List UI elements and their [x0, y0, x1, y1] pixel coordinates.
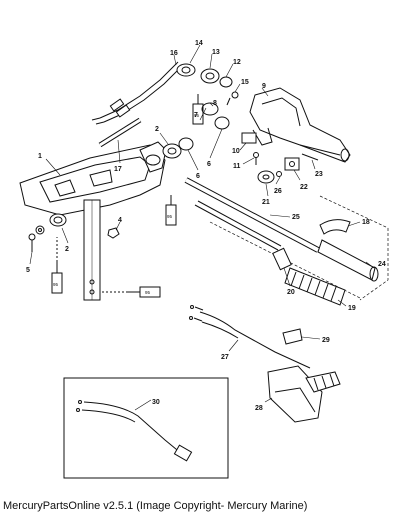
tube-label-2: 95: [167, 214, 173, 219]
lube-tube-3: [100, 286, 161, 298]
callout-9: 9: [262, 83, 266, 90]
clamp-21: [257, 170, 275, 184]
tube-label-1: 95: [53, 282, 59, 287]
callout-12: 12: [233, 59, 241, 66]
image-caption: MercuryPartsOnline v2.5.1 (Image Copyrig…: [3, 500, 308, 512]
lanyard-harness: [76, 400, 193, 462]
callout-17: 17: [114, 166, 122, 173]
stop-switch-bracket: [267, 365, 341, 423]
callout-27: 27: [221, 354, 229, 361]
callout-5: 5: [26, 267, 30, 274]
throttle-drum: [176, 63, 233, 151]
callout-14: 14: [195, 40, 203, 47]
callout-11: 11: [233, 163, 241, 170]
callout-22: 22: [300, 184, 308, 191]
washer-lower: [35, 225, 45, 235]
tube-label-4: 95: [194, 113, 200, 118]
fasteners-10-11: [241, 132, 259, 165]
callout-20: 20: [287, 289, 295, 296]
clip-29: [282, 328, 303, 345]
callout-6-lower: 6: [196, 173, 200, 180]
callout-18: 18: [362, 219, 370, 226]
callout-28: 28: [255, 405, 263, 412]
swivel-bracket: [19, 141, 167, 301]
callout-10: 10: [232, 148, 240, 155]
parts-diagram: 95 95 95 95 1 2 2 4 5 6 6 7 8 9 10 11 12…: [19, 40, 389, 479]
bracket-22-26: [276, 157, 300, 177]
screw-5: [28, 233, 36, 252]
tiller-arm: [249, 87, 351, 163]
callout-24: 24: [378, 261, 386, 268]
pin-23: [301, 153, 319, 161]
callout-4: 4: [118, 217, 122, 224]
bushing-lower: [49, 213, 67, 227]
lube-tube-2: [165, 195, 177, 226]
callout-21: 21: [262, 199, 270, 206]
leader-lines: [29, 44, 375, 411]
connector-20: [272, 247, 292, 271]
screw-15: [226, 91, 239, 106]
callout-13: 13: [212, 49, 220, 56]
bushing-upper: [162, 143, 182, 159]
callout-30: 30: [152, 399, 160, 406]
inset-box: [63, 377, 229, 479]
sleeve-18: [319, 219, 351, 235]
callout-7: 7: [194, 112, 198, 119]
callout-26: 26: [274, 188, 282, 195]
tube-label-3: 95: [145, 290, 151, 295]
callout-2-lower: 2: [65, 246, 69, 253]
callout-23: 23: [315, 171, 323, 178]
callout-15: 15: [241, 79, 249, 86]
callout-16: 16: [170, 50, 178, 57]
nut-4: [107, 227, 120, 239]
callout-29: 29: [322, 337, 330, 344]
callout-2-upper: 2: [155, 126, 159, 133]
assembly-outline: [209, 195, 389, 301]
throttle-cables: [91, 61, 183, 125]
callout-6-upper: 6: [207, 161, 211, 168]
callout-25: 25: [292, 214, 300, 221]
handle-grip: [284, 267, 346, 306]
callouts: 1 2 2 4 5 6 6 7 8 9 10 11 12 13 14 15 16…: [26, 40, 386, 412]
callout-1: 1: [38, 153, 42, 160]
stop-switch-harness: [189, 305, 311, 369]
lube-tube-1: [51, 237, 63, 294]
callout-19: 19: [348, 305, 356, 312]
twist-grip: [317, 239, 379, 282]
throttle-shaft: [184, 177, 320, 253]
cable-tube-17: [98, 117, 142, 148]
callout-8: 8: [213, 100, 217, 107]
tube-labels: 95 95 95 95: [53, 113, 200, 295]
